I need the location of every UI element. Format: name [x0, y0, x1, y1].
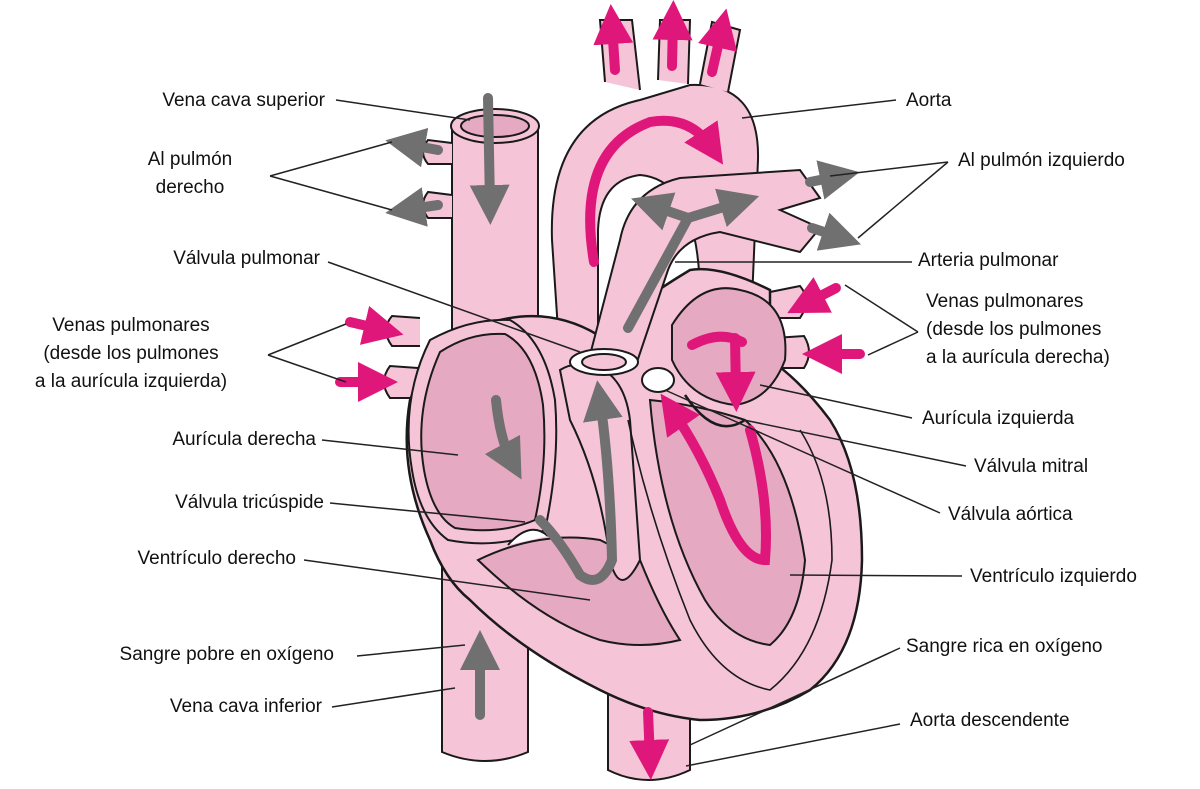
leader-line [303, 559, 591, 601]
gray-arrow-icon [385, 127, 443, 168]
leader-line [743, 419, 967, 467]
leader-line [685, 723, 901, 767]
label-ventriculo-izquierdo: Ventrículo izquierdo [970, 566, 1137, 587]
label-auricula-derecha: Aurícula derecha [172, 429, 316, 450]
gray-arrow-icon [535, 380, 623, 585]
valves [507, 348, 746, 546]
magenta-arrow-icon [345, 305, 404, 345]
label-aorta: Aorta [906, 90, 952, 111]
leader-line [829, 161, 949, 177]
label-al-pulmon-izquierdo: Al pulmón izquierdo [958, 150, 1125, 171]
magenta-arrow-icon [585, 115, 724, 267]
label-auricula-izquierda: Aurícula izquierda [922, 408, 1075, 429]
label-sangre-rica: Sangre rica en oxígeno [906, 636, 1103, 657]
leader-line [867, 331, 919, 356]
label-line: a la aurícula derecha) [926, 347, 1110, 368]
tricuspid-valve [507, 528, 549, 546]
pulmonary-valve-inner [581, 353, 627, 371]
label-arteria-pulmonar: Arteria pulmonar [918, 250, 1059, 271]
magenta-arrow-icon [787, 277, 841, 314]
label-venas-pulmonares-izq: Venas pulmonares (desde los pulmones a l… [0, 312, 262, 396]
leader-line [267, 323, 347, 356]
magenta-arrow-icon [687, 331, 742, 392]
label-venas-pulmonares-der: Venas pulmonares (desde los pulmones a l… [926, 288, 1110, 372]
label-vena-cava-inferior: Vena cava inferior [169, 696, 322, 717]
leader-line [844, 284, 919, 333]
label-line: (desde los pulmones [926, 319, 1102, 340]
superior-vena-cava-lumen [460, 114, 530, 138]
magenta-arrow-icon [660, 393, 771, 566]
label-sangre-pobre: Sangre pobre en oxígeno [119, 644, 334, 665]
oxygen-poor-arrows [385, 93, 861, 720]
label-line: Venas pulmonares [52, 315, 210, 336]
inner-wall [627, 419, 833, 691]
label-line: a la aurícula izquierda) [34, 371, 228, 392]
gray-arrow-icon [631, 192, 693, 231]
magenta-arrow-icon [593, 4, 634, 75]
leader-line [327, 261, 581, 353]
magenta-arrow-icon [652, 0, 693, 71]
magenta-arrow-icon [698, 8, 738, 77]
aortic-branch-1 [598, 19, 641, 91]
oxygen-rich-arrows [335, 0, 865, 780]
label-vena-cava-superior: Vena cava superior [162, 90, 325, 111]
label-valvula-tricuspide: Válvula tricúspide [175, 492, 324, 513]
leader-lines [267, 99, 967, 767]
label-al-pulmon-derecho: Al pulmón derecho [120, 146, 260, 202]
gray-arrow-icon [469, 93, 510, 225]
superior-vena-cava [451, 127, 539, 331]
label-line: Al pulmón [147, 149, 233, 170]
gray-arrow-icon [385, 187, 443, 227]
leader-line [789, 574, 963, 577]
leader-line [759, 384, 913, 419]
gray-arrow-icon [807, 212, 861, 251]
label-valvula-mitral: Válvula mitral [974, 456, 1089, 477]
gray-arrow-icon [805, 160, 860, 200]
label-valvula-aortica: Válvula aórtica [948, 504, 1073, 525]
label-line: (desde los pulmones [43, 343, 219, 364]
leader-line [267, 354, 347, 383]
right-atrium-cavity [420, 332, 546, 532]
pulmonary-vein-left-upper [385, 314, 421, 347]
magenta-arrow-icon [629, 707, 670, 780]
leader-line [321, 439, 459, 456]
leader-line [741, 99, 897, 119]
label-line: derecho [155, 177, 225, 198]
leader-line [857, 161, 949, 239]
leader-line [269, 141, 393, 177]
leader-line [689, 647, 901, 746]
gray-arrow-icon [484, 395, 522, 480]
leader-line [269, 175, 393, 211]
leader-line [329, 502, 526, 523]
label-valvula-pulmonar: Válvula pulmonar [173, 248, 320, 269]
label-line: Venas pulmonares [926, 291, 1084, 312]
aortic-valve [641, 367, 675, 393]
label-ventriculo-derecho: Ventrículo derecho [137, 548, 296, 569]
leader-line [335, 99, 471, 121]
label-aorta-descendente: Aorta descendente [910, 710, 1070, 731]
leader-line [356, 644, 466, 657]
leader-line [664, 389, 941, 514]
leader-line [331, 687, 456, 708]
